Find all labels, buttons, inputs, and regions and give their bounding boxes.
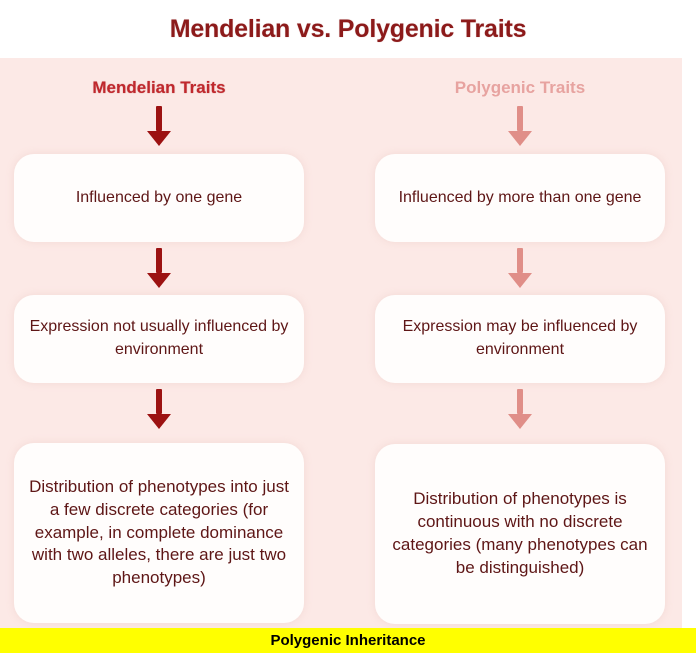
box-text: Influenced by one gene <box>75 188 243 206</box>
arrow-down-icon-left-1 <box>144 106 174 146</box>
footer-label: Polygenic Inheritance <box>270 632 426 649</box>
box-polygenic-1: Influenced by more than one gene <box>375 154 665 242</box>
page-title: Mendelian vs. Polygenic Traits <box>169 14 527 43</box>
arrow-down-icon-left-2 <box>144 248 174 288</box>
box-text: Distribution of phenotypes is continuous… <box>392 489 648 577</box>
column-header-polygenic: Polygenic Traits <box>454 78 586 97</box>
box-text: Expression may be influenced by environm… <box>402 318 638 358</box>
title-bar: Mendelian vs. Polygenic Traits <box>0 0 696 58</box>
arrow-down-icon-right-1 <box>505 106 535 146</box>
box-polygenic-3: Distribution of phenotypes is continuous… <box>375 444 665 624</box>
box-mendelian-3: Distribution of phenotypes into just a f… <box>14 443 304 623</box>
arrow-down-icon-right-2 <box>505 248 535 288</box>
column-header-mendelian: Mendelian Traits <box>92 78 226 97</box>
arrow-down-icon-left-3 <box>144 389 174 429</box>
box-text: Influenced by more than one gene <box>398 188 642 206</box>
box-mendelian-1: Influenced by one gene <box>14 154 304 242</box>
box-polygenic-2: Expression may be influenced by environm… <box>375 295 665 383</box>
box-text: Expression not usually influenced by env… <box>29 318 289 358</box>
footer-banner: Polygenic Inheritance <box>0 628 696 653</box>
arrow-down-icon-right-3 <box>505 389 535 429</box>
diagram-panel: Mendelian Traits Polygenic Traits Influe… <box>0 58 682 628</box>
box-text: Distribution of phenotypes into just a f… <box>29 476 289 588</box>
box-mendelian-2: Expression not usually influenced by env… <box>14 295 304 383</box>
